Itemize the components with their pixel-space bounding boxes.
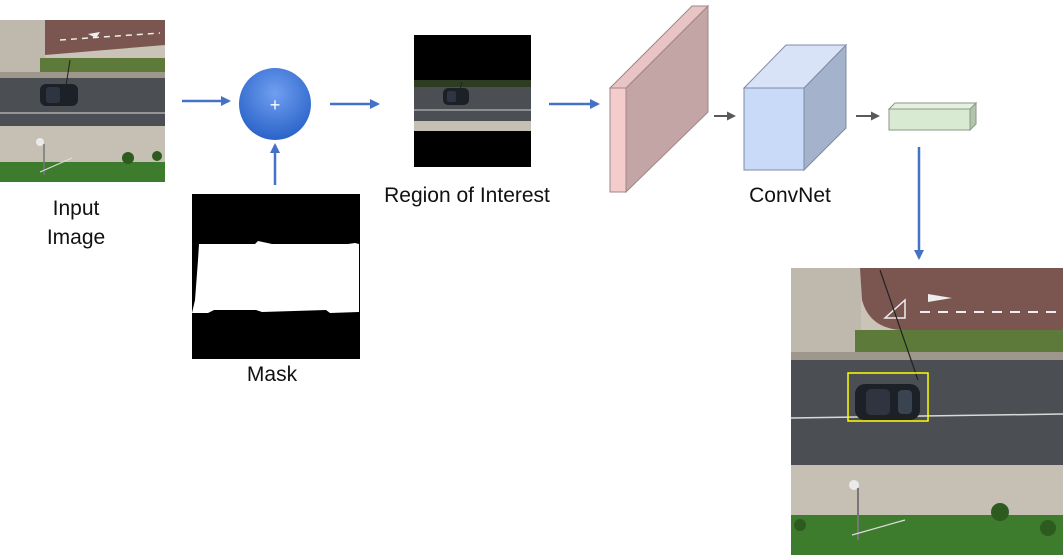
- convnet-block: [742, 43, 848, 172]
- roi-label: Region of Interest: [384, 184, 550, 207]
- mask-label: Mask: [246, 363, 298, 386]
- detection-bounding-box: [847, 372, 929, 422]
- output-aerial-image: [791, 268, 1063, 555]
- feature-map-block: [608, 4, 710, 194]
- convnet-label: ConvNet: [749, 184, 831, 207]
- mask-image: [192, 194, 360, 359]
- output-vector-block: [887, 101, 978, 132]
- input-image-label-line1: Input: [52, 197, 100, 220]
- roi-image: [414, 35, 531, 167]
- combine-plus-node: [239, 68, 311, 140]
- plus-symbol: +: [270, 95, 281, 115]
- input-image-label: Input Image: [20, 194, 132, 252]
- input-image-label-line2: Image: [46, 226, 106, 249]
- input-aerial-image: [0, 20, 165, 182]
